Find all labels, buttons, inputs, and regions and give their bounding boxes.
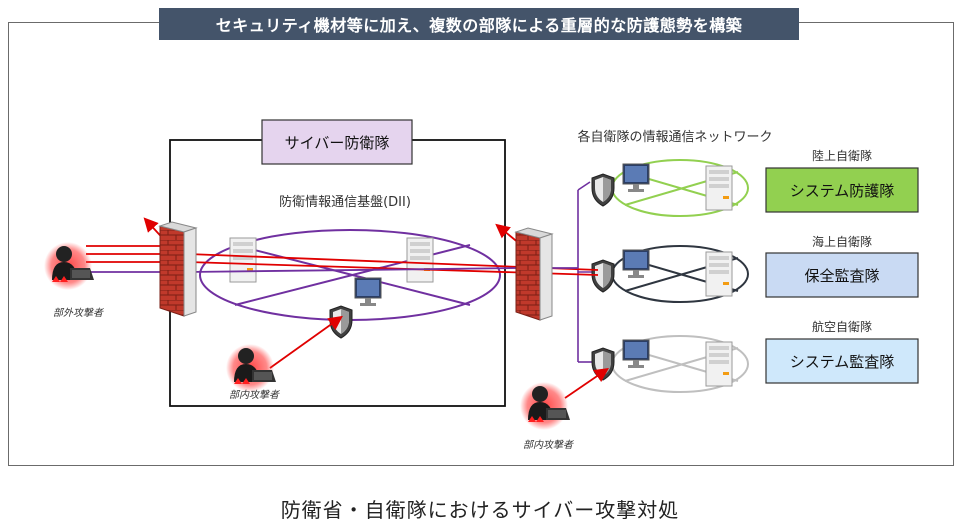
msdf-unit-label: 保全監査隊 bbox=[804, 267, 879, 285]
msdf-unit-box bbox=[765, 252, 919, 298]
gsdf-shield-icon bbox=[591, 173, 615, 207]
msdf-service-label: 海上自衛隊 bbox=[812, 234, 872, 249]
msdf-shield-icon bbox=[591, 259, 615, 293]
dii-server-left-icon bbox=[229, 237, 257, 283]
header-title: セキュリティ機材等に加え、複数の部隊による重層的な防護態勢を構築 bbox=[159, 8, 799, 40]
network-title: 各自衛隊の情報通信ネットワーク bbox=[577, 129, 772, 145]
gsdf-server-icon bbox=[705, 165, 733, 211]
asdf-network bbox=[591, 335, 749, 393]
asdf-service-label: 航空自衛隊 bbox=[812, 319, 872, 334]
asdf-unit-box bbox=[765, 338, 919, 384]
cyber-unit-label: サイバー防衛隊 bbox=[285, 134, 390, 152]
gsdf-unit-box bbox=[765, 167, 919, 213]
cyber-defense-boundary bbox=[169, 139, 506, 407]
asdf-unit-label: システム監査隊 bbox=[790, 353, 895, 371]
dii-terminal-icon bbox=[354, 277, 382, 307]
dii-label: 防衛情報通信基盤(DII) bbox=[279, 194, 411, 210]
firewall-left bbox=[158, 221, 198, 317]
msdf-terminal-icon bbox=[622, 249, 650, 279]
internal-attacker-2-label: 部内攻撃者 bbox=[523, 439, 574, 451]
msdf-network bbox=[591, 245, 749, 303]
dii-server-right-icon bbox=[406, 237, 434, 283]
asdf-server-icon bbox=[705, 341, 733, 387]
internal-attacker-2-icon bbox=[520, 382, 570, 430]
asdf-shield-icon bbox=[591, 347, 615, 381]
firewall-right bbox=[514, 227, 554, 321]
figure-caption: 防衛省・自衛隊におけるサイバー攻撃対処 bbox=[280, 498, 680, 522]
external-attacker-icon bbox=[44, 242, 94, 290]
gsdf-terminal-icon bbox=[622, 163, 650, 193]
gsdf-unit-label: システム防護隊 bbox=[790, 182, 895, 200]
asdf-terminal-icon bbox=[622, 339, 650, 369]
cyber-unit-box bbox=[261, 119, 413, 165]
internal-attacker-1-icon bbox=[226, 344, 276, 392]
internal-attacker-1-label: 部内攻撃者 bbox=[229, 389, 280, 401]
gsdf-network bbox=[591, 159, 749, 217]
msdf-server-icon bbox=[705, 251, 733, 297]
external-attacker-label: 部外攻撃者 bbox=[53, 307, 104, 319]
gsdf-service-label: 陸上自衛隊 bbox=[812, 148, 872, 163]
